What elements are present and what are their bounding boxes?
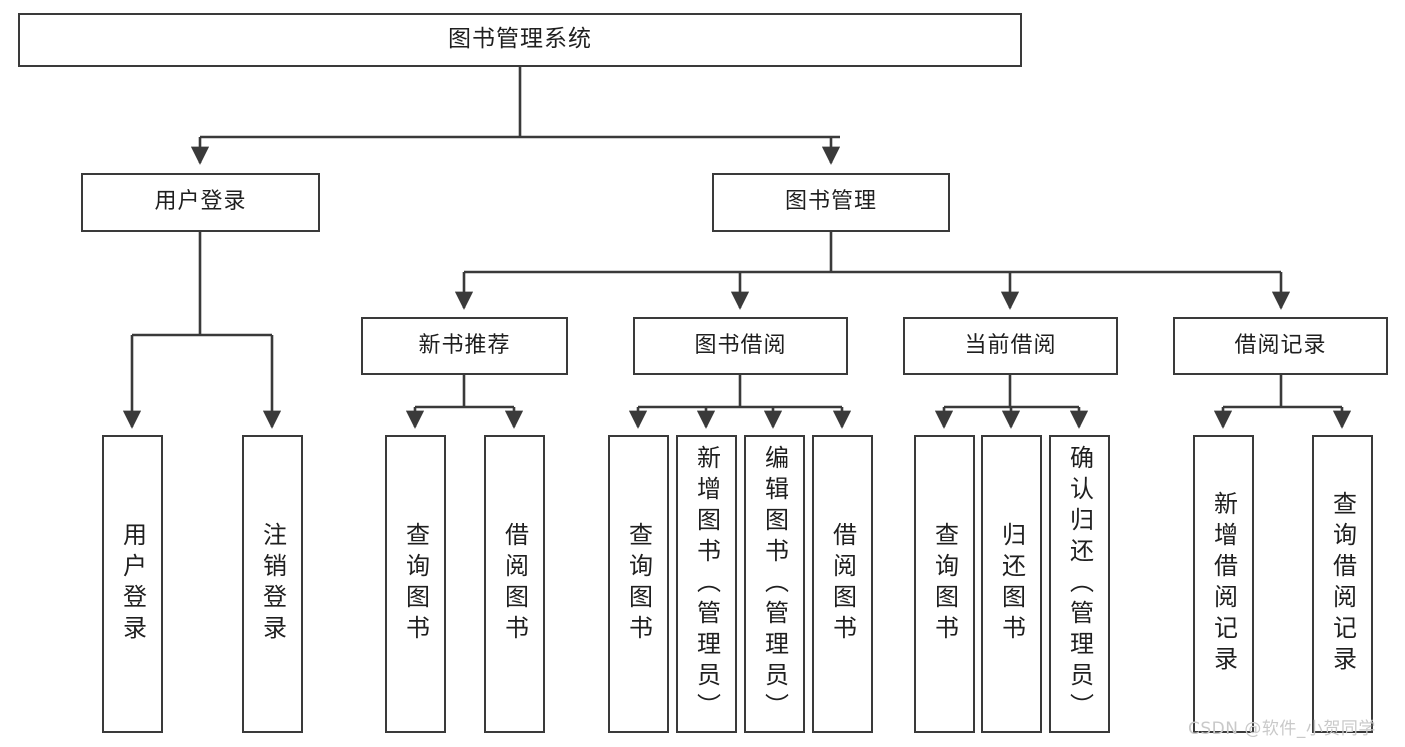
- node-label: 新增图书（管理员）: [692, 445, 721, 724]
- node-label: 借阅图书: [828, 522, 857, 646]
- node-label: 用户登录: [154, 189, 247, 215]
- leaf-return-book[interactable]: 归还图书: [981, 435, 1042, 733]
- node-label: 查询图书: [930, 522, 959, 646]
- node-current-borrow[interactable]: 当前借阅: [903, 317, 1118, 375]
- leaf-add-borrow-record[interactable]: 新增借阅记录: [1193, 435, 1254, 733]
- leaf-logout[interactable]: 注销登录: [242, 435, 303, 733]
- node-label: 图书借阅: [694, 332, 787, 358]
- leaf-query-book-current[interactable]: 查询图书: [914, 435, 975, 733]
- node-label: 确认归还（管理员）: [1065, 445, 1094, 724]
- node-label: 用户登录: [118, 522, 147, 646]
- node-label: 注销登录: [258, 522, 287, 646]
- leaf-query-book-borrow[interactable]: 查询图书: [608, 435, 669, 733]
- node-book-borrow[interactable]: 图书借阅: [633, 317, 848, 375]
- leaf-edit-book-admin[interactable]: 编辑图书（管理员）: [744, 435, 805, 733]
- node-book-management[interactable]: 图书管理: [712, 173, 950, 232]
- node-label: 图书管理系统: [448, 26, 592, 53]
- leaf-add-book-admin[interactable]: 新增图书（管理员）: [676, 435, 737, 733]
- node-borrow-record[interactable]: 借阅记录: [1173, 317, 1388, 375]
- node-label: 查询图书: [401, 522, 430, 646]
- leaf-borrow-book-recommend[interactable]: 借阅图书: [484, 435, 545, 733]
- leaf-user-login[interactable]: 用户登录: [102, 435, 163, 733]
- node-new-book-recommend[interactable]: 新书推荐: [361, 317, 568, 375]
- node-root-system[interactable]: 图书管理系统: [18, 13, 1022, 67]
- node-label: 查询借阅记录: [1328, 491, 1357, 677]
- node-label: 借阅图书: [500, 522, 529, 646]
- node-label: 编辑图书（管理员）: [760, 445, 789, 724]
- node-label: 当前借阅: [964, 332, 1057, 358]
- node-label: 新书推荐: [418, 332, 511, 358]
- leaf-borrow-book[interactable]: 借阅图书: [812, 435, 873, 733]
- node-label: 图书管理: [784, 189, 877, 215]
- node-label: 归还图书: [997, 522, 1026, 646]
- leaf-confirm-return-admin[interactable]: 确认归还（管理员）: [1049, 435, 1110, 733]
- node-label: 新增借阅记录: [1209, 491, 1238, 677]
- node-label: 借阅记录: [1234, 332, 1327, 358]
- leaf-query-borrow-record[interactable]: 查询借阅记录: [1312, 435, 1373, 733]
- leaf-query-book-recommend[interactable]: 查询图书: [385, 435, 446, 733]
- node-user-login[interactable]: 用户登录: [81, 173, 320, 232]
- node-label: 查询图书: [624, 522, 653, 646]
